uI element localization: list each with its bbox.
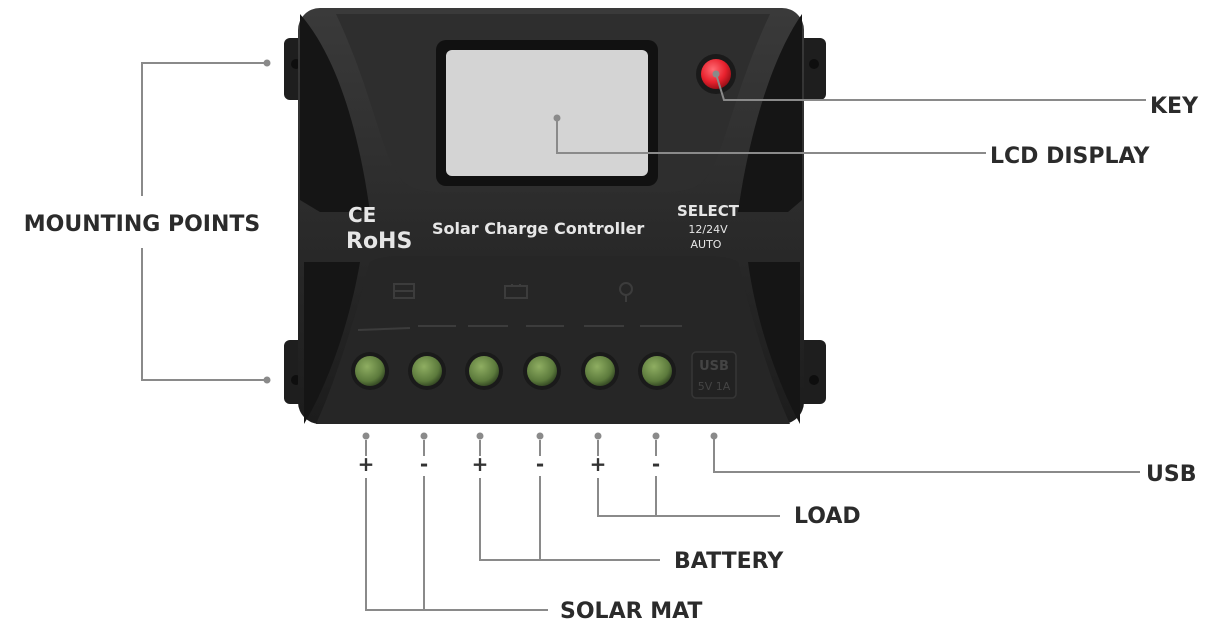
terminal-battery-positive[interactable] <box>469 356 499 386</box>
left-ridge <box>300 14 370 212</box>
mounting-hole <box>809 375 819 385</box>
ce-mark: CE <box>348 203 376 227</box>
lcd-display-leader <box>553 114 986 154</box>
callout-usb: USB <box>1146 462 1196 487</box>
rohs-mark: RoHS <box>346 229 412 254</box>
key-leader <box>712 70 1146 101</box>
callout-solar-mat: SOLAR MAT <box>560 599 702 624</box>
usb-port-label: USB <box>699 359 729 374</box>
lower-right-ridge <box>748 262 800 424</box>
polarity-sign: + <box>358 452 375 476</box>
usb-leader <box>710 432 1140 473</box>
load-leader <box>597 440 780 517</box>
battery-leader <box>479 440 660 561</box>
mode-label: AUTO <box>691 238 722 251</box>
usb-port[interactable]: USB 5V 1A <box>691 351 737 399</box>
terminal-load-negative[interactable] <box>642 356 672 386</box>
polarity-sign: - <box>536 452 544 476</box>
terminal-solar-negative[interactable] <box>412 356 442 386</box>
right-ridge <box>738 14 802 212</box>
controller-body: CE RoHS Solar Charge Controller SELECT 1… <box>284 8 826 424</box>
callout-key: KEY <box>1150 94 1199 119</box>
solar-mat-leader <box>365 440 548 611</box>
polarity-sign: - <box>652 452 660 476</box>
polarity-sign: + <box>590 452 607 476</box>
callout-mounting-points: MOUNTING POINTS <box>24 212 260 237</box>
mounting-hole <box>809 59 819 69</box>
terminal-pin-dots <box>362 432 660 440</box>
callout-lcd-display: LCD DISPLAY <box>990 144 1150 169</box>
terminal-panel <box>316 256 790 424</box>
polarity-sign: - <box>420 452 428 476</box>
callout-battery: BATTERY <box>674 549 784 574</box>
callout-load: LOAD <box>794 504 861 529</box>
select-label: SELECT <box>677 202 740 220</box>
voltage-label: 12/24V <box>688 223 728 236</box>
terminals <box>351 352 676 390</box>
battery-icon <box>504 285 528 299</box>
lower-left-ridge <box>304 262 360 424</box>
embossed-symbols <box>357 282 682 331</box>
terminal-load-positive[interactable] <box>585 356 615 386</box>
polarity-sign: + <box>472 452 489 476</box>
mounting-points-leader <box>141 59 271 384</box>
terminal-solar-positive[interactable] <box>355 356 385 386</box>
usb-port-sub: 5V 1A <box>698 380 731 393</box>
terminal-battery-negative[interactable] <box>527 356 557 386</box>
product-name: Solar Charge Controller <box>432 219 644 238</box>
lcd-screen <box>446 50 648 176</box>
